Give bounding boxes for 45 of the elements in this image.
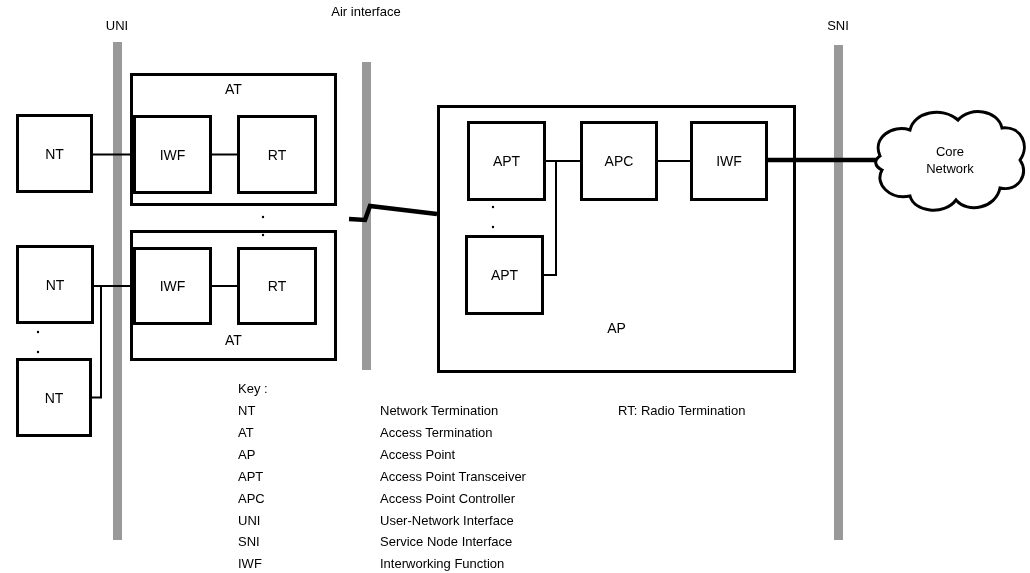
group-title: AP <box>607 320 626 336</box>
key-text: RT: Radio Termination <box>618 403 746 418</box>
cloud-label: Core Network <box>925 143 975 177</box>
function-box: NT <box>16 245 94 324</box>
connector-line <box>211 285 238 287</box>
key-text: AP <box>238 446 256 462</box>
interface-label: SNI <box>826 18 850 34</box>
key-text: APT <box>238 468 264 484</box>
connector-line <box>211 153 238 156</box>
interface-label: UNI <box>104 18 130 34</box>
connector-line <box>543 160 581 276</box>
group-title: AT <box>225 81 242 97</box>
function-box: NT <box>16 358 92 437</box>
key-text: Access Point Controller <box>380 490 516 506</box>
function-box: RT <box>237 247 317 325</box>
group-box <box>130 230 337 361</box>
group-box <box>130 73 337 206</box>
function-box: IWF <box>133 247 212 325</box>
group-title: AT <box>225 332 242 348</box>
key-text: User-Network Interface <box>380 512 514 528</box>
function-box: RT <box>237 115 317 194</box>
function-box: NT <box>16 114 93 193</box>
function-box: APC <box>580 121 658 201</box>
connector-line <box>657 160 691 162</box>
function-box: IWF <box>690 121 768 201</box>
key-text: Access Point <box>380 446 456 462</box>
function-box: IWF <box>133 115 212 194</box>
key-text: NT <box>238 403 256 418</box>
key-text: Network Termination <box>380 403 499 418</box>
function-box: APT <box>467 121 546 201</box>
group-box <box>437 105 796 373</box>
key-text: Access Termination <box>380 424 493 440</box>
key-text: APC <box>238 490 265 506</box>
key-text: Key : <box>238 381 268 396</box>
key-text: Interworking Function <box>380 556 505 572</box>
key-text: UNI <box>238 512 261 528</box>
key-text: Access Point Transceiver <box>380 468 526 484</box>
key-text: Service Node Interface <box>380 534 513 550</box>
radio-link <box>348 203 438 223</box>
interface-label: Air interface <box>330 4 402 20</box>
function-box: APT <box>465 235 544 315</box>
key-text: SNI <box>238 534 260 550</box>
key-text: AT <box>238 424 254 440</box>
connector-line <box>768 157 876 163</box>
key-text: IWF <box>238 556 262 572</box>
